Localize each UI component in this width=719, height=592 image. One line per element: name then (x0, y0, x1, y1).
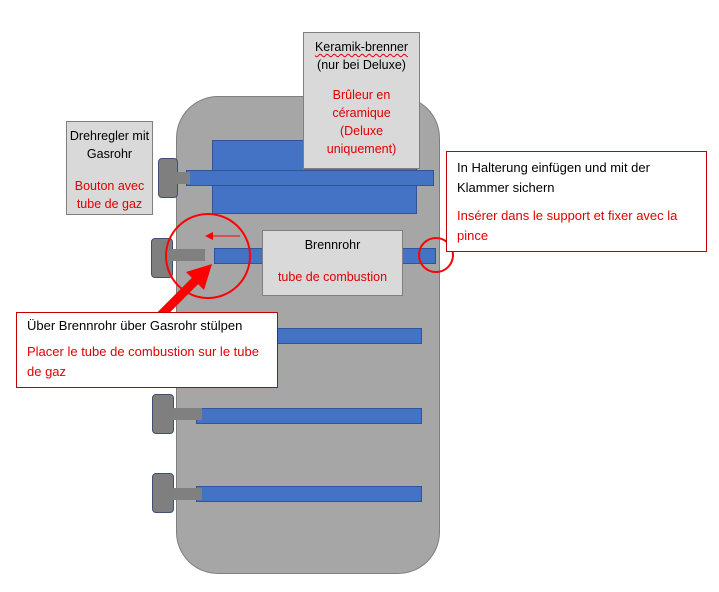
note-bracket: In Halterung einfügen und mit der Klamme… (446, 151, 707, 252)
label-burner-tube: Brennrohr tube de combustion (262, 230, 403, 296)
highlight-circle-connection (165, 213, 251, 299)
label-gas-knob-de: Drehregler mit Gasrohr (69, 129, 150, 161)
thick-arrow-line (156, 274, 202, 320)
highlight-circle-bracket (418, 237, 454, 273)
note-slip-tube-fr: Placer le tube de combustion sur le tube… (27, 344, 259, 379)
label-burner-tube-fr: tube de combustion (277, 270, 388, 284)
note-slip-tube: Über Brennrohr über Gasrohr stülpen Plac… (16, 312, 278, 388)
label-ceramic-burner-de: Keramik-brenner (nur bei Deluxe) (314, 40, 409, 72)
label-gas-knob: Drehregler mit Gasrohr Bouton avec tube … (66, 121, 153, 215)
thin-arrow-head (205, 232, 213, 240)
gas-pipe-5 (172, 488, 202, 500)
note-bracket-fr: Insérer dans le support et fixer avec la… (457, 208, 678, 243)
note-slip-tube-de: Über Brennrohr über Gasrohr stülpen (27, 318, 243, 333)
gas-pipe-4 (172, 408, 202, 420)
thick-arrow-head (186, 264, 212, 290)
gas-pipe-2 (171, 249, 205, 261)
label-ceramic-burner: Keramik-brenner (nur bei Deluxe) Brûleur… (303, 32, 420, 169)
note-bracket-de: In Halterung einfügen und mit der Klamme… (457, 160, 650, 195)
label-ceramic-burner-fr: Brûleur en céramique (Deluxe uniquement) (326, 88, 397, 156)
label-burner-tube-de: Brennrohr (304, 238, 361, 252)
gas-pipe-1 (176, 172, 190, 184)
label-gas-knob-fr: Bouton avec tube de gaz (74, 179, 145, 211)
